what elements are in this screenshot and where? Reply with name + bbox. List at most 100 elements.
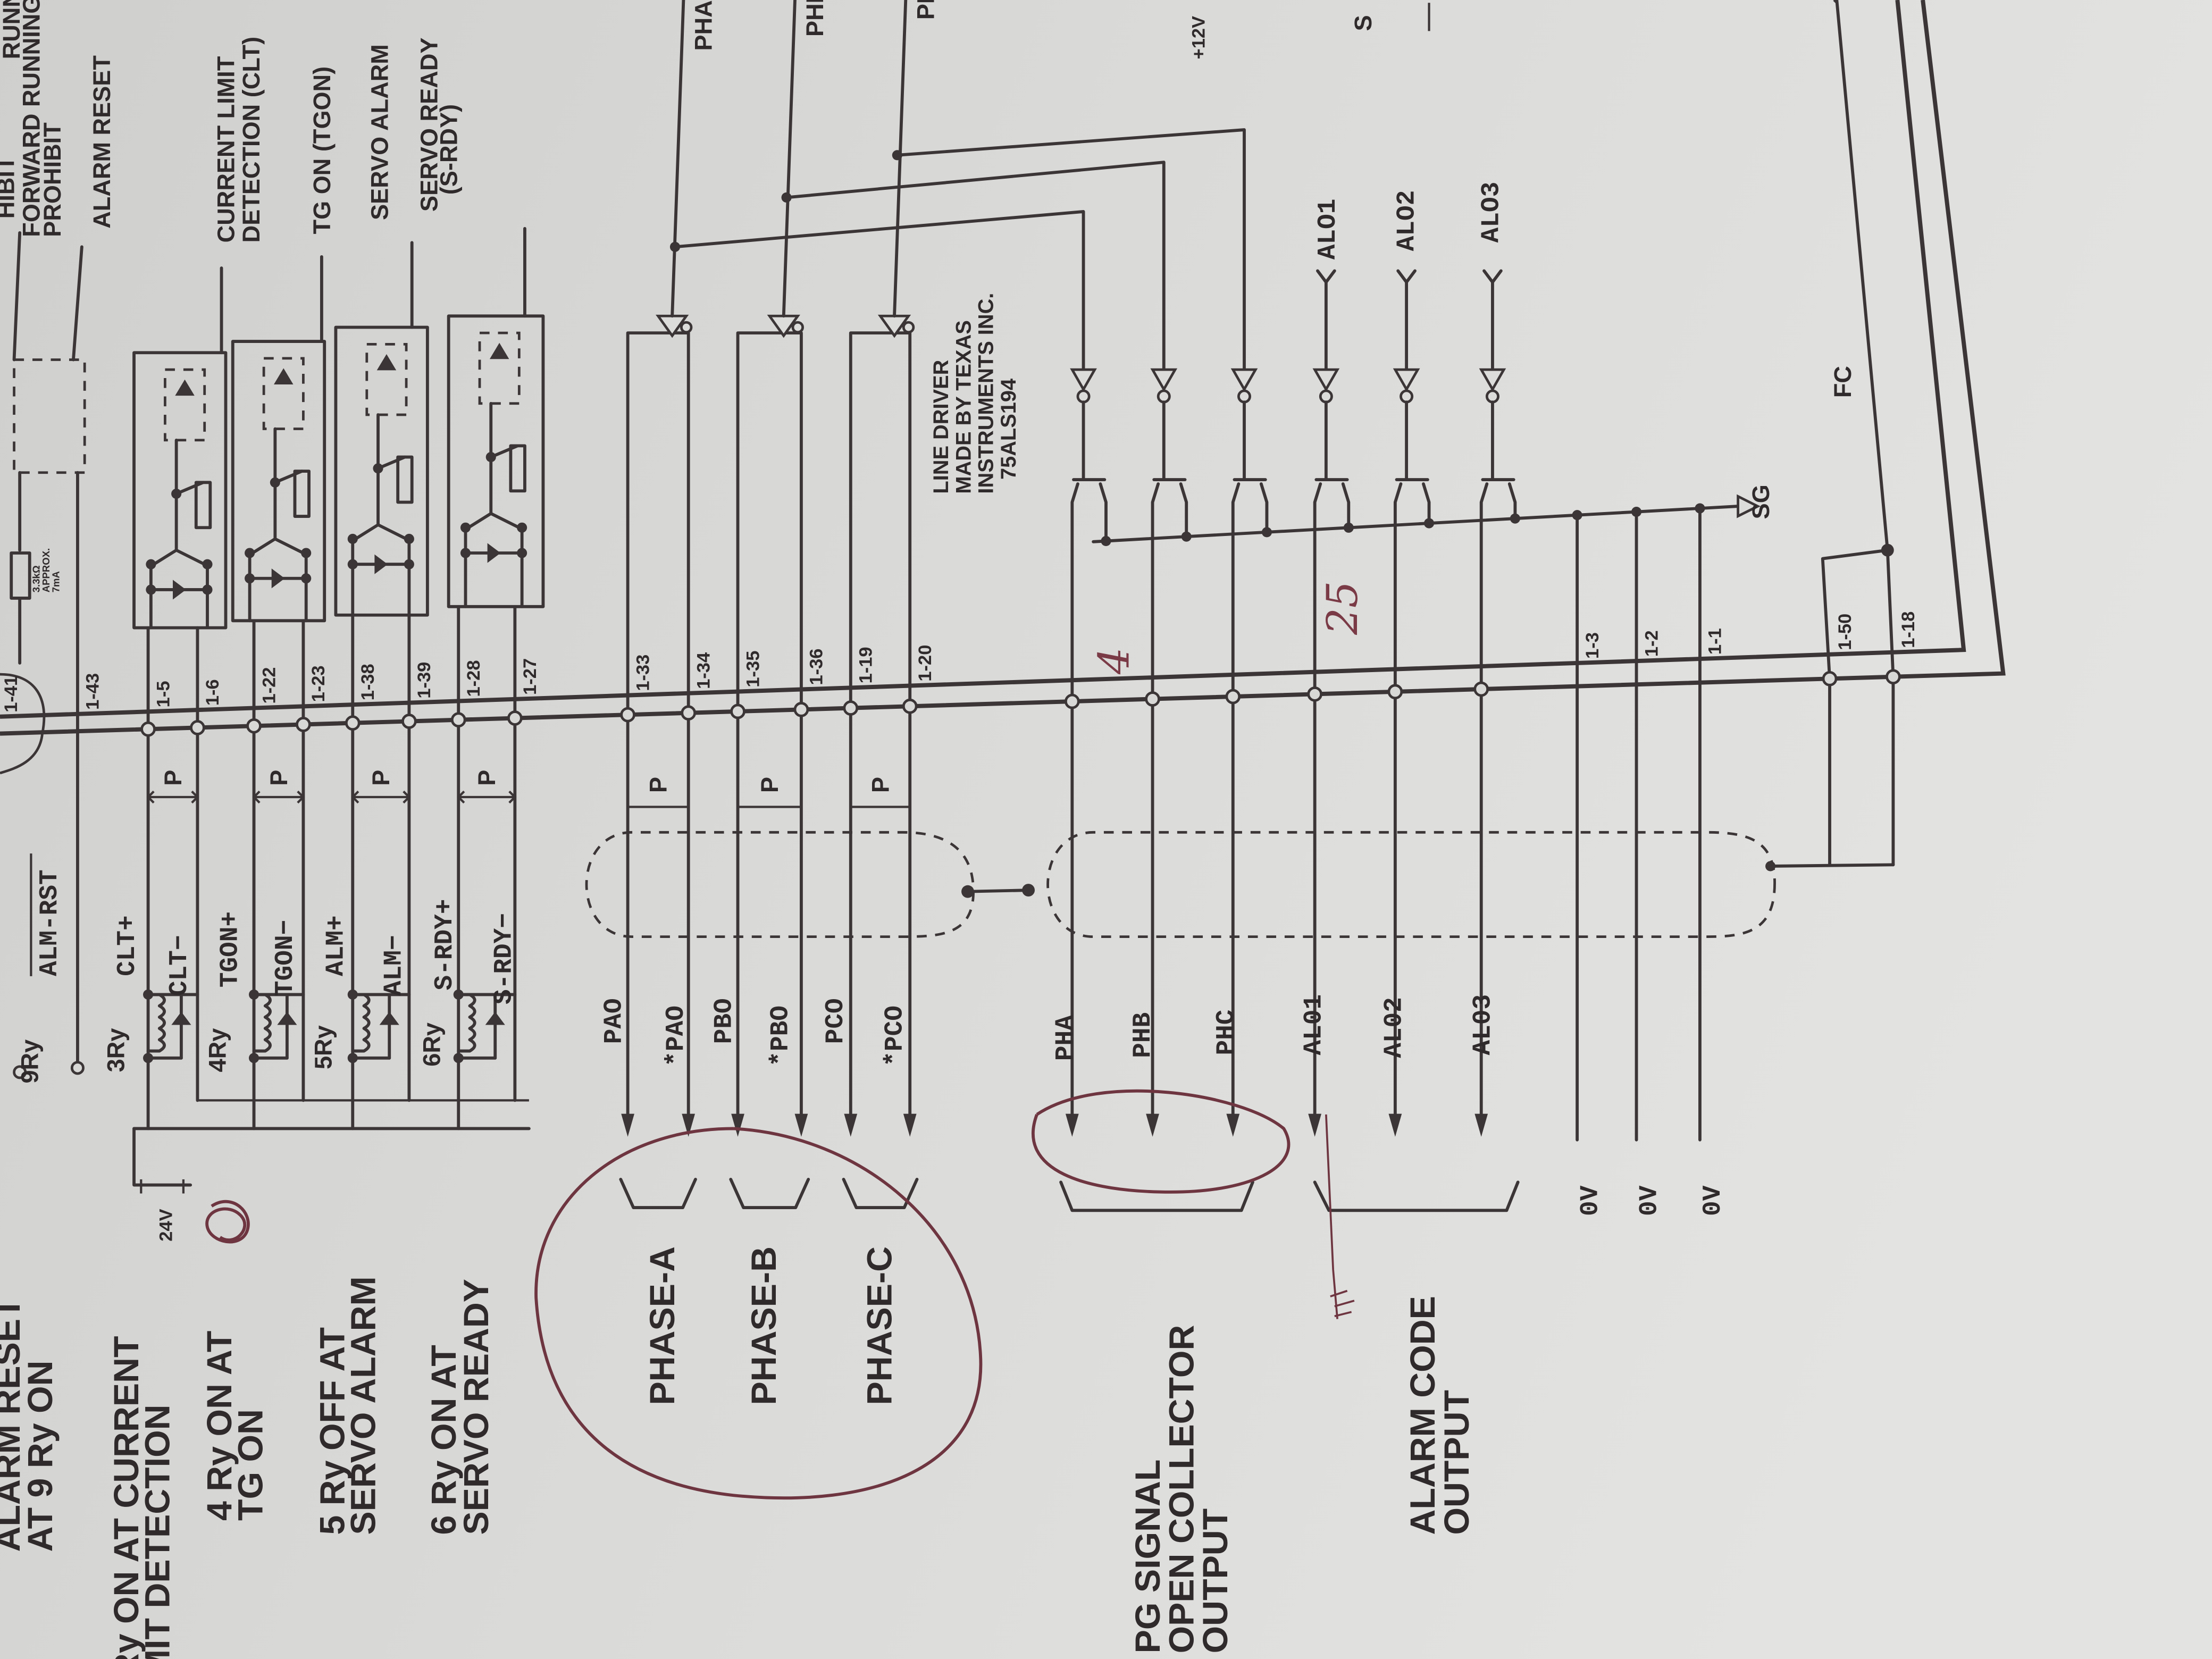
junction-dot	[301, 573, 312, 584]
connector-pin-label: 1-28	[464, 660, 484, 697]
connector-pin	[793, 702, 809, 717]
caption-tg-on: 4 Ry ON AT	[200, 1331, 239, 1521]
alarm-signal-label: AL01	[1300, 994, 1328, 1055]
junction-dot	[961, 885, 974, 898]
phase-input-label: PHA	[690, 0, 717, 51]
connector-pin	[450, 712, 466, 728]
handwritten-coil-scribble	[205, 1200, 250, 1244]
transistor-icon	[273, 537, 305, 555]
handwritten-note-4: 4	[1089, 648, 1138, 675]
label-tg-on: TG ON (TGON)	[308, 66, 336, 234]
shield-outline-right	[1046, 831, 1776, 939]
relay-coil-icon	[252, 993, 272, 1053]
resistor-note: 3.3kΩ	[30, 565, 41, 592]
connector-pin	[620, 707, 635, 723]
inverter-bubble-icon	[1237, 389, 1251, 404]
inverter-bubble-icon	[902, 321, 915, 334]
twisted-pair-label: P	[645, 777, 672, 793]
pg-signal-label: PHB	[1129, 1012, 1158, 1058]
phase-input-label: PHC	[912, 0, 939, 20]
relay-label: 6Ry	[418, 1023, 446, 1067]
pin-label-partial: 1-41	[1, 676, 21, 713]
resistor-note: APPROX.	[40, 548, 52, 593]
junction-dot	[373, 463, 383, 474]
junction-dot	[453, 1053, 464, 1063]
connector-pin	[401, 714, 417, 729]
connector-pin-label: 1-18	[1898, 611, 1918, 648]
twisted-pair-arrow-icon	[457, 790, 517, 804]
label-servo-ready: SERVO READY	[415, 38, 442, 212]
relay-label-9ry: 9Ry	[16, 1040, 44, 1084]
label-current-limit: CURRENT LIMIT	[212, 56, 239, 242]
connector-pin-label: 1-3	[1582, 632, 1603, 659]
line-driver-output-pair	[626, 331, 690, 1130]
relay-signal-label: TGON+	[216, 911, 245, 987]
connector-pin-label: 1-38	[358, 664, 378, 700]
connector-pin	[1065, 693, 1080, 709]
connector-pin	[843, 700, 859, 716]
twisted-pair-label: P	[867, 777, 894, 793]
output-arrow-icon	[1474, 1113, 1488, 1137]
signal-ground-arrow-icon	[1737, 494, 1761, 518]
junction-dot	[517, 548, 527, 558]
pg-signal-label: PHA	[1051, 1015, 1080, 1061]
inverter-bubble-icon	[1400, 389, 1414, 404]
connector-pin-label: 1-50	[1835, 614, 1855, 650]
connector-pin	[1822, 671, 1838, 686]
junction-dot	[460, 522, 471, 533]
buffer-triangle-icon	[1070, 368, 1097, 392]
label-partial-prohibit: HIBIT	[0, 156, 20, 219]
photocoupler-led-icon	[262, 357, 305, 430]
frame-ground-loop	[1821, 548, 1889, 681]
line-driver-note: MADE BY TEXAS	[952, 320, 975, 493]
handwritten-ground-mark	[1325, 1114, 1355, 1319]
partial-pin-circle	[0, 673, 46, 775]
junction-dot	[347, 1053, 358, 1063]
line-driver-output-pair	[849, 331, 912, 1130]
phase-group-label: PHASE-B	[744, 1246, 784, 1405]
label-alarm-reset: ALARM RESET	[88, 55, 115, 229]
junction-dot	[202, 559, 213, 569]
input-connector-icon	[1482, 269, 1503, 284]
output-arrow-icon	[903, 1113, 917, 1137]
relay-coil-icon	[146, 993, 166, 1053]
buffer-triangle-icon	[1393, 368, 1420, 392]
caption-alarm-code: OUTPUT	[1437, 1390, 1477, 1535]
shield-link	[965, 889, 1032, 893]
optocoupler-box	[132, 351, 228, 630]
relay-signal-label: CLT−	[165, 935, 194, 996]
connector-pin-label: 1-2	[1641, 630, 1662, 657]
frame-ground-line	[1833, 0, 1838, 4]
led-diode-icon	[274, 368, 294, 384]
transistor-emitter	[1422, 482, 1431, 525]
diode-icon	[487, 543, 501, 563]
relay-signal-label: CLT+	[113, 915, 142, 976]
connector-pin-label: 1-19	[856, 647, 876, 683]
relay-coil-icon	[351, 993, 371, 1053]
twisted-pair-label: P	[473, 770, 500, 786]
frame-ground-label: FC	[1829, 366, 1856, 398]
caption-pg-signal: OUTPUT	[1196, 1509, 1235, 1654]
phase-input-line	[671, 0, 685, 318]
junction-dot	[404, 533, 414, 544]
phase-signal-label: *PCO	[881, 1006, 909, 1067]
handwritten-note-25: 25	[1318, 581, 1367, 635]
phase-group-label: PHASE-C	[860, 1246, 900, 1405]
phase-input-line	[782, 0, 797, 318]
connector-pin-label: 1-23	[308, 665, 329, 702]
transistor-collector	[1151, 482, 1160, 1130]
optocoupler-box	[334, 325, 429, 617]
connector-pin-label: 1-20	[915, 645, 935, 682]
relay-signal-label: S-RDY+	[431, 899, 459, 991]
junction-dot	[146, 584, 156, 595]
junction-dot	[248, 1053, 259, 1063]
signal-ground-label: SG	[1747, 484, 1774, 519]
twisted-pair-label: P	[367, 770, 395, 786]
alarm-input-label: ALO3	[1478, 182, 1506, 243]
relay-coil-icon	[457, 993, 476, 1053]
signal-ground-bus	[1092, 505, 1740, 543]
handwritten-circle-pg-outputs	[1032, 1089, 1291, 1194]
caption-alarm-code: ALARM CODE	[1403, 1296, 1443, 1535]
connector-pin	[507, 710, 523, 726]
